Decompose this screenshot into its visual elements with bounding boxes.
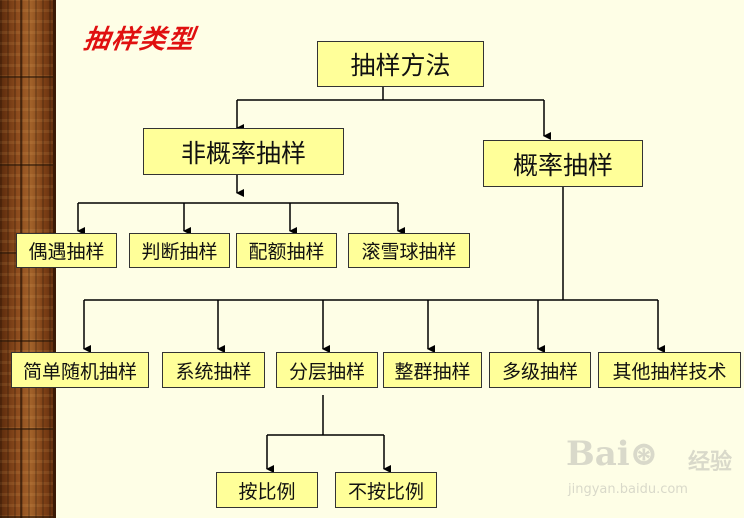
- node-multistage-sampling: 多级抽样: [489, 352, 591, 388]
- node-snowball-sampling: 滚雪球抽样: [348, 233, 470, 268]
- node-non-proportional: 不按比例: [335, 472, 437, 508]
- node-judgment-sampling: 判断抽样: [129, 233, 230, 268]
- node-probability-sampling: 概率抽样: [483, 140, 643, 187]
- watermark-url: jingyan.baidu.com: [568, 482, 688, 497]
- node-nonprobability-sampling: 非概率抽样: [143, 128, 344, 175]
- node-systematic-sampling: 系统抽样: [162, 352, 265, 388]
- node-other-sampling-techniques: 其他抽样技术: [598, 352, 741, 388]
- node-accidental-sampling: 偶遇抽样: [16, 233, 117, 268]
- node-stratified-sampling: 分层抽样: [276, 352, 378, 388]
- node-quota-sampling: 配额抽样: [236, 233, 337, 268]
- node-simple-random-sampling: 简单随机抽样: [11, 352, 149, 388]
- node-sampling-methods: 抽样方法: [317, 41, 484, 87]
- watermark-sub: 经验: [688, 450, 733, 475]
- node-cluster-sampling: 整群抽样: [383, 352, 482, 388]
- watermark: Bai⊛ 经验 jingyan.baidu.com: [566, 434, 736, 504]
- node-proportional: 按比例: [216, 472, 318, 508]
- watermark-logo: Bai⊛: [566, 434, 659, 474]
